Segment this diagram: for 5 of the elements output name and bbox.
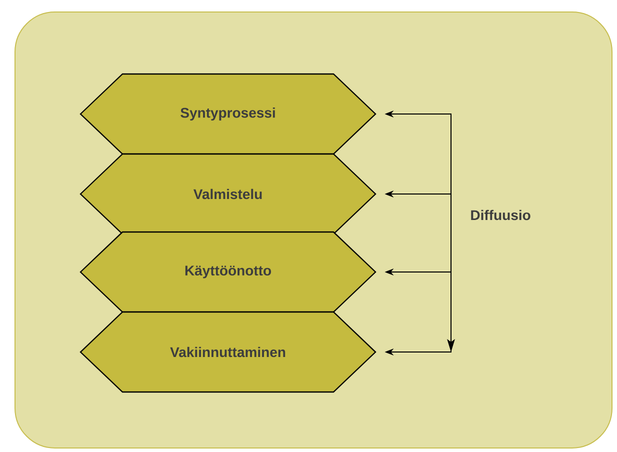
- process-hexagon: Käyttöönotto: [80, 231, 376, 313]
- side-label: Diffuusio: [471, 210, 530, 220]
- process-hexagon: Syntyprosessi: [80, 73, 376, 155]
- process-hexagon: Valmistelu: [80, 153, 376, 235]
- process-hexagon: Vakiinnuttaminen: [80, 311, 376, 393]
